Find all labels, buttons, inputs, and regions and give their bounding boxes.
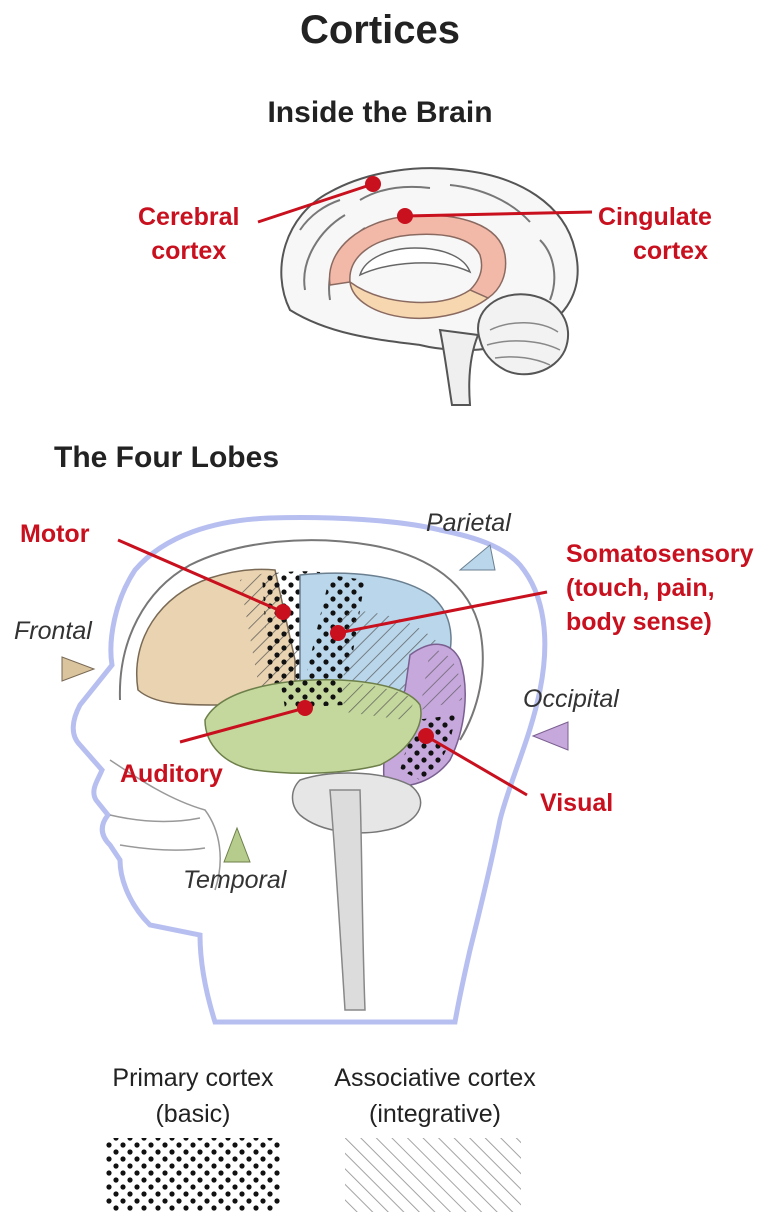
frontal-lobe-label: Frontal xyxy=(14,617,92,646)
temporal-lobe-label: Temporal xyxy=(183,866,286,895)
visual-dot xyxy=(418,728,434,744)
auditory-dot xyxy=(297,700,313,716)
somatosensory-dot xyxy=(330,625,346,641)
primary-cortex-legend-label: Primary cortex (basic) xyxy=(86,1060,300,1132)
primary-cortex-swatch xyxy=(105,1138,281,1212)
associative-cortex-legend-label: Associative cortex (integrative) xyxy=(310,1060,560,1132)
somatosensory-label-line1: Somatosensory xyxy=(566,537,754,571)
motor-dot xyxy=(275,604,291,620)
occipital-arrow-icon xyxy=(533,722,568,750)
motor-label: Motor xyxy=(20,517,89,551)
somatosensory-label: Somatosensory (touch, pain, body sense) xyxy=(566,537,754,639)
occipital-lobe-label: Occipital xyxy=(523,685,619,714)
auditory-label: Auditory xyxy=(120,757,223,791)
parietal-lobe-label: Parietal xyxy=(426,509,511,538)
visual-label: Visual xyxy=(540,786,613,820)
frontal-arrow-icon xyxy=(62,657,94,681)
associative-cortex-legend-line1: Associative cortex xyxy=(310,1060,560,1096)
somatosensory-label-line3: body sense) xyxy=(566,605,754,639)
somatosensory-label-line2: (touch, pain, xyxy=(566,571,754,605)
associative-cortex-legend-line2: (integrative) xyxy=(310,1096,560,1132)
associative-cortex-swatch xyxy=(345,1138,521,1212)
primary-cortex-legend-line1: Primary cortex xyxy=(86,1060,300,1096)
primary-cortex-legend-line2: (basic) xyxy=(86,1096,300,1132)
